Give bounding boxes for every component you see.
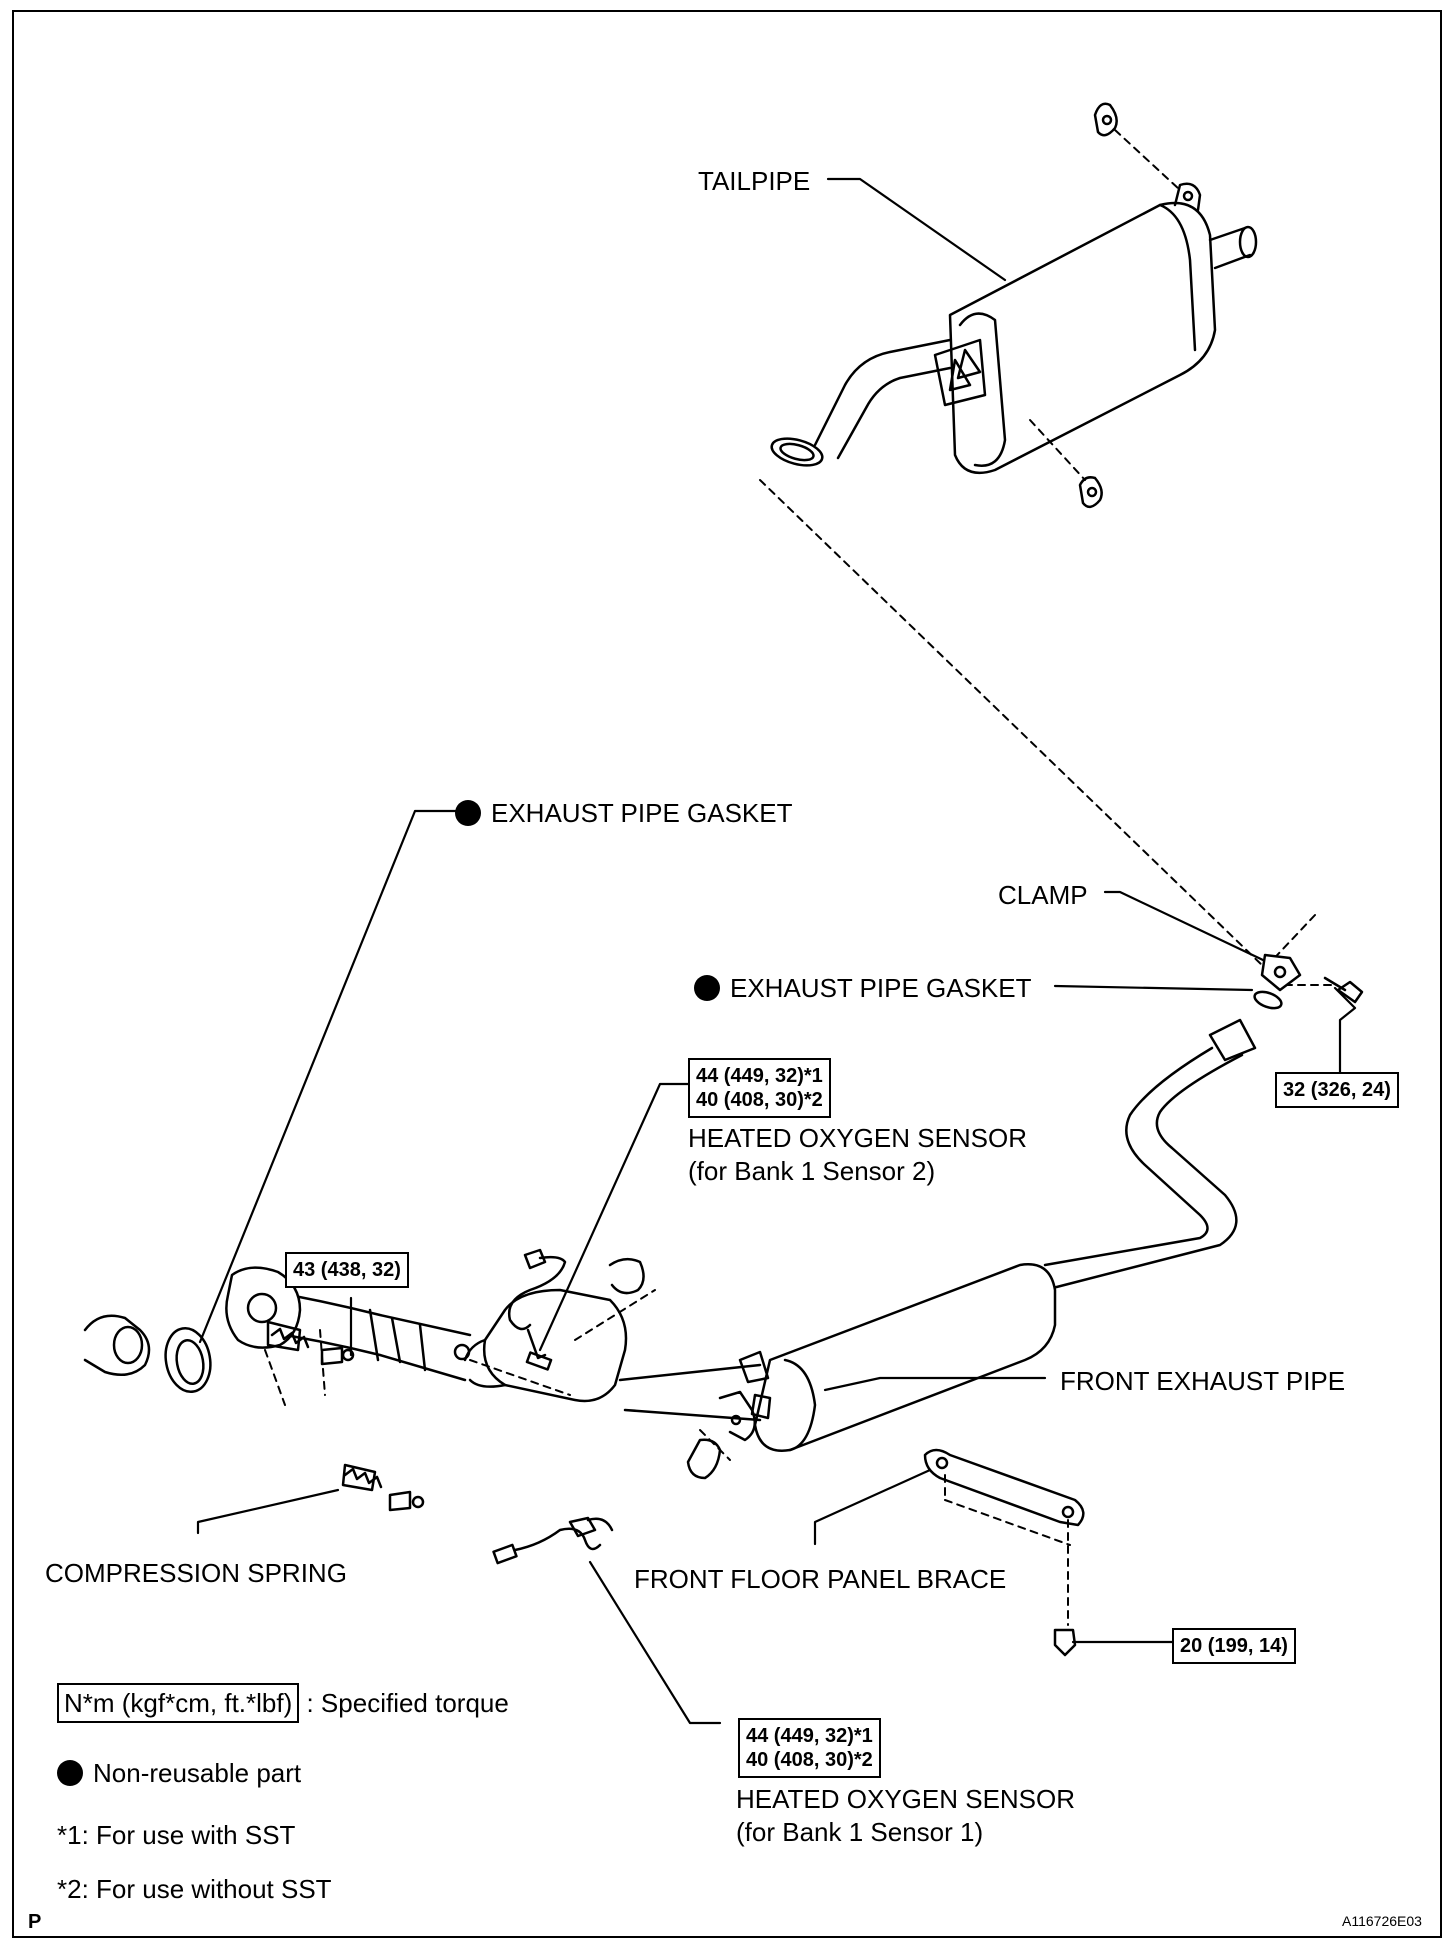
torque-box-clamp-bolt: 32 (326, 24) (1275, 1072, 1399, 1108)
legend-non-reusable: Non-reusable part (57, 1760, 301, 1786)
tailpipe-label: TAILPIPE (698, 166, 811, 196)
diagram-frame (12, 10, 1442, 1938)
compression-spring-label: COMPRESSION SPRING (45, 1558, 347, 1588)
leader-lines (196, 177, 1357, 1725)
front-exhaust-pipe-label: FRONT EXHAUST PIPE (1060, 1366, 1346, 1396)
legend-torque: N*m (kgf*cm, ft.*lbf) : Specified torque (57, 1683, 509, 1723)
torque-box-spring-bolt: 43 (438, 32) (285, 1252, 409, 1288)
oxygen-sensor-bank1-sensor2 (507, 1248, 567, 1371)
exhaust-pipe-gasket-label-right: EXHAUST PIPE GASKET (694, 975, 1032, 1001)
compression-springs-and-bolts (266, 1320, 425, 1512)
torque-unit-desc: : Specified torque (306, 1688, 509, 1718)
oxygen-sensor-bank1-sensor1 (492, 1516, 614, 1565)
heated-oxygen-sensor2-label: HEATED OXYGEN SENSOR (688, 1123, 1028, 1153)
non-reusable-marker-icon (57, 1760, 83, 1786)
heated-oxygen-sensor1-label: HEATED OXYGEN SENSOR (736, 1784, 1076, 1814)
clamp-label: CLAMP (998, 880, 1088, 910)
corner-mark: P (28, 1911, 42, 1933)
clamp-assembly (1253, 953, 1364, 1010)
torque-box-brace-bolt: 20 (199, 14) (1172, 1628, 1296, 1664)
front-floor-panel-brace (923, 1448, 1085, 1657)
front-floor-panel-brace-label: FRONT FLOOR PANEL BRACE (634, 1564, 1007, 1594)
torque-box-sensor2: 44 (449, 32)*1 40 (408, 30)*2 (688, 1058, 831, 1118)
torque-box-sensor1: 44 (449, 32)*1 40 (408, 30)*2 (738, 1718, 881, 1778)
heated-oxygen-sensor2-sublabel: (for Bank 1 Sensor 2) (688, 1156, 936, 1186)
legend-note2: *2: For use without SST (57, 1874, 332, 1904)
non-reusable-marker-icon (694, 975, 720, 1001)
torque-unit-box: N*m (kgf*cm, ft.*lbf) (57, 1683, 300, 1723)
left-gasket-and-manifold (83, 1314, 212, 1393)
tailpipe-muffler (770, 102, 1258, 509)
front-exhaust-pipe (225, 1018, 1257, 1480)
heated-oxygen-sensor1-sublabel: (for Bank 1 Sensor 1) (736, 1817, 984, 1847)
figure-id: A116726E03 (1342, 1913, 1422, 1929)
legend-note1: *1: For use with SST (57, 1820, 296, 1850)
non-reusable-marker-icon (455, 800, 481, 826)
exhaust-pipe-gasket-label-left: EXHAUST PIPE GASKET (455, 800, 793, 826)
